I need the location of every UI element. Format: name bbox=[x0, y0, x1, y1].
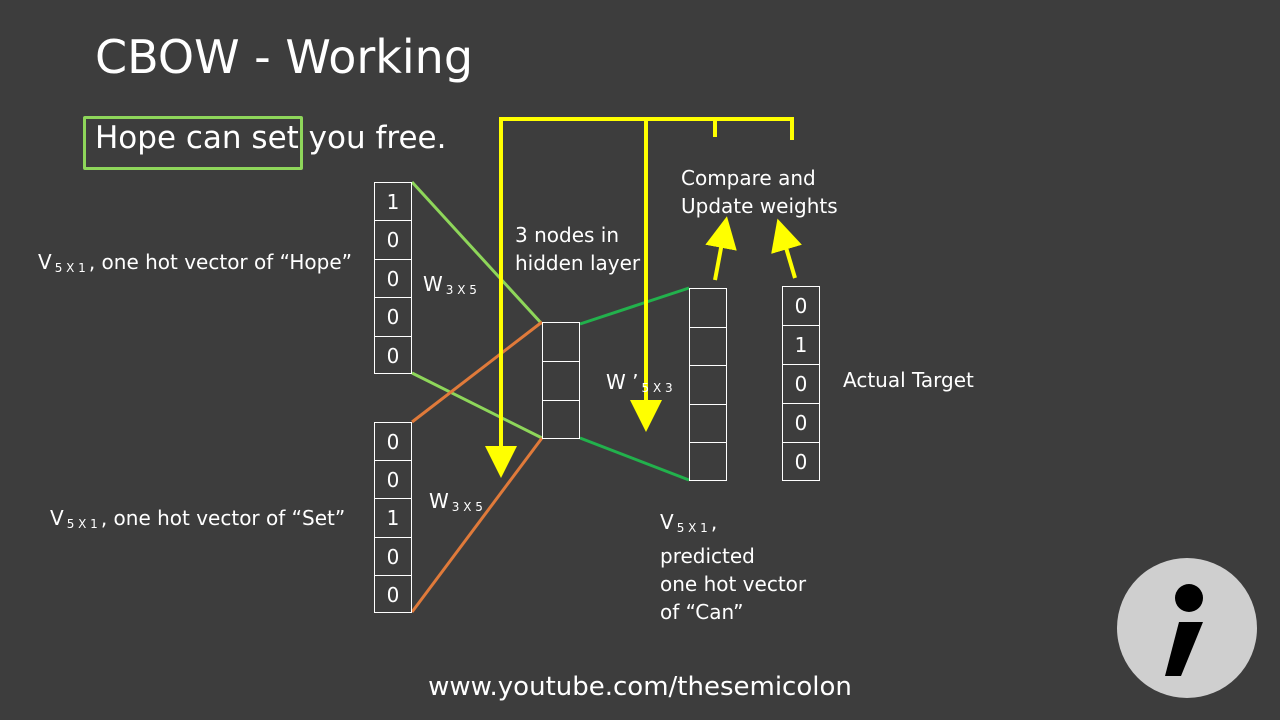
vector-cell: 0 bbox=[783, 404, 819, 443]
vector-cell: 1 bbox=[783, 326, 819, 365]
arrow-from-prediction bbox=[705, 216, 737, 281]
vector-cell: 0 bbox=[794, 450, 808, 474]
semicolon-logo-icon bbox=[1117, 558, 1257, 698]
output-node bbox=[690, 328, 726, 367]
vector-cell: 0 bbox=[375, 538, 411, 576]
slide-title: CBOW - Working bbox=[95, 30, 474, 84]
actual-target-vector: 0 1 0 0 0 bbox=[782, 286, 820, 481]
hidden-layer-label: 3 nodes in hidden layer bbox=[515, 223, 641, 275]
hidden-node bbox=[543, 323, 579, 362]
set-one-hot-vector: 0 0 1 0 0 bbox=[374, 422, 412, 613]
set-link-bottom bbox=[410, 437, 544, 613]
vector-cell: 0 bbox=[375, 298, 411, 337]
output-link-top bbox=[579, 286, 690, 326]
footer-url: www.youtube.com/thesemicolon bbox=[428, 672, 852, 702]
sentence-context-words: Hope can set bbox=[95, 120, 299, 156]
output-link-bottom bbox=[579, 436, 690, 482]
output-node bbox=[690, 443, 726, 482]
w-prime-label: W ’5 X 3 bbox=[606, 370, 673, 395]
vector-cell: 0 bbox=[386, 582, 400, 607]
output-node bbox=[690, 366, 726, 405]
vector-cell: 1 bbox=[375, 499, 411, 538]
vector-cell: 0 bbox=[375, 461, 411, 500]
output-node bbox=[690, 405, 726, 444]
vector-cell: 0 bbox=[375, 221, 411, 260]
arrow-from-target bbox=[771, 218, 802, 279]
example-sentence: Hope can set you free. bbox=[95, 120, 446, 156]
vector-cell: 0 bbox=[386, 343, 400, 368]
compare-update-label: Compare and Update weights bbox=[681, 166, 838, 218]
actual-target-label: Actual Target bbox=[843, 368, 974, 392]
set-link-top bbox=[411, 320, 543, 424]
hidden-node bbox=[543, 362, 579, 401]
vector-cell: 1 bbox=[375, 183, 411, 222]
context-highlight-box bbox=[83, 116, 303, 170]
predicted-output-vector bbox=[689, 288, 727, 481]
sentence-remaining-words: you free. bbox=[298, 120, 447, 156]
vector-cell: 0 bbox=[783, 365, 819, 404]
output-node bbox=[690, 289, 726, 328]
hidden-node bbox=[543, 401, 579, 440]
hidden-layer-vector bbox=[542, 322, 580, 439]
vector-cell: 0 bbox=[375, 423, 411, 462]
vector-cell: 0 bbox=[783, 287, 819, 326]
hope-link-top bbox=[410, 180, 544, 326]
hope-one-hot-vector: 1 0 0 0 0 bbox=[374, 182, 412, 374]
vector-cell: 0 bbox=[375, 260, 411, 299]
hope-link-bottom bbox=[411, 371, 543, 440]
